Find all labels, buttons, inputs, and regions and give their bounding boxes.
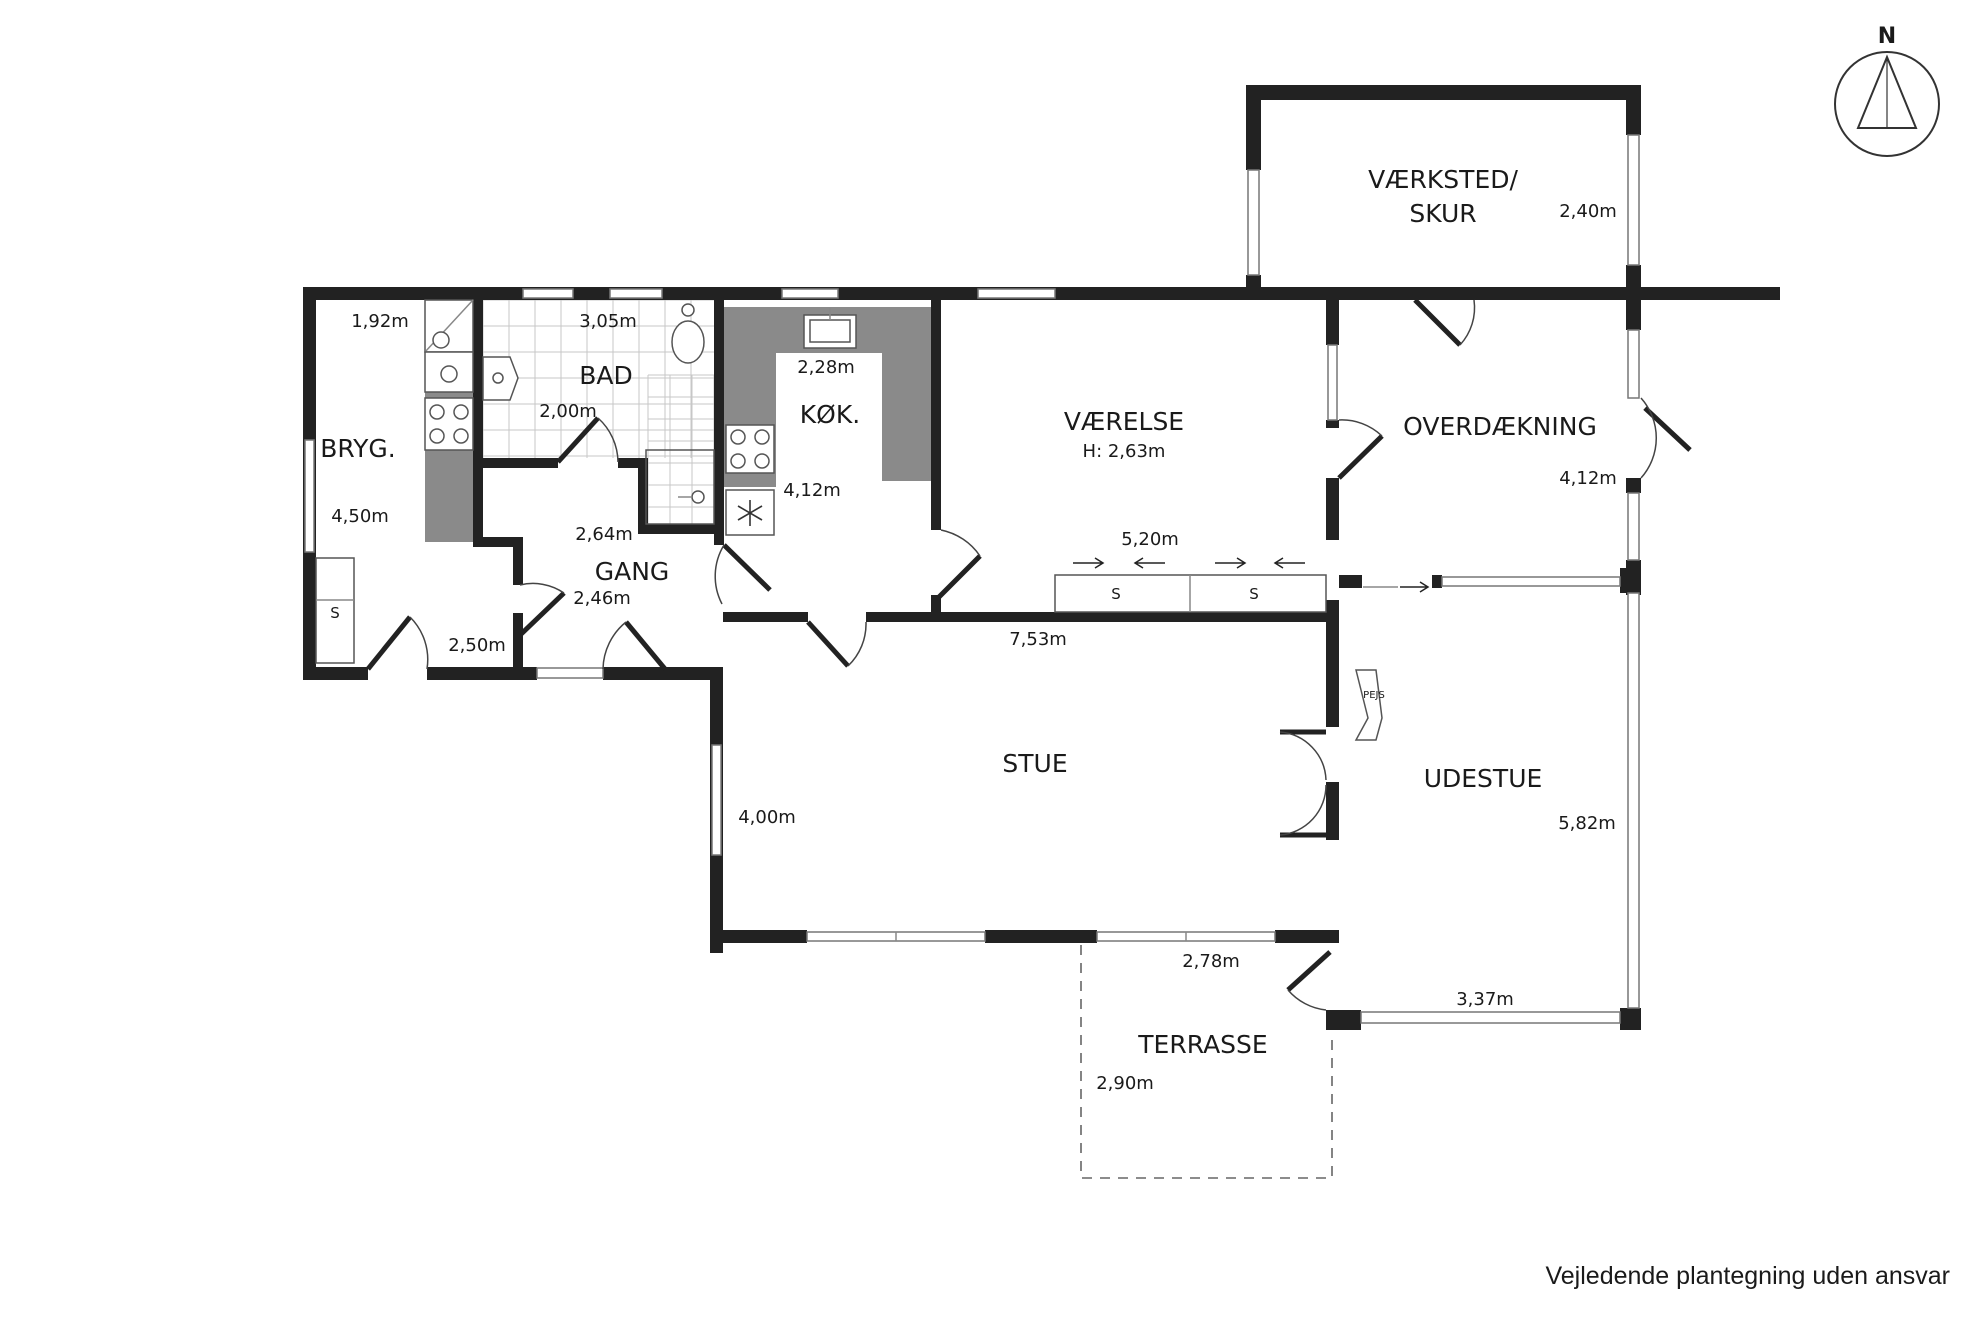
label-bad: BAD [579, 361, 633, 390]
label-vaerelse: VÆRELSE [1064, 407, 1184, 436]
shower [645, 449, 715, 525]
label-vaerksted-1: VÆRKSTED/ [1368, 165, 1518, 194]
label-stue: STUE [1002, 749, 1067, 778]
dimension-labels: 1,92m 4,50m 2,50m 3,05m 2,00m 2,28m 4,12… [331, 201, 1617, 1094]
dim-stue-width: 7,53m [1009, 629, 1067, 650]
fixtures: PEJS [424, 299, 1385, 741]
north-arrow: N [1834, 24, 1940, 157]
north-label: N [1878, 24, 1896, 49]
wardrobe: S S [1054, 557, 1430, 613]
fireplace [1354, 669, 1383, 741]
dim-stue-bottom: 2,78m [1182, 951, 1240, 972]
dim-bad-width: 3,05m [579, 311, 637, 332]
snowflake-icon [737, 500, 763, 526]
dim-udestue-width: 3,37m [1456, 989, 1514, 1010]
storage-label-2: S [1249, 585, 1259, 603]
dim-vaerksted-height: 2,40m [1559, 201, 1617, 222]
doors [366, 298, 1692, 1011]
dim-gang-height: 2,46m [573, 588, 631, 609]
label-bryg: BRYG. [320, 434, 396, 463]
dim-kok-width: 2,28m [797, 357, 855, 378]
utility-stove [424, 397, 474, 451]
dim-vaerelse-width: 5,20m [1121, 529, 1179, 550]
dim-terrasse-height: 2,90m [1096, 1073, 1154, 1094]
dim-bryg-bottom: 2,50m [448, 635, 506, 656]
toilet [671, 320, 705, 364]
dim-overdaekning-height: 4,12m [1559, 468, 1617, 489]
label-udestue: UDESTUE [1424, 764, 1543, 793]
utility-storage: S [315, 557, 355, 664]
dim-bryg-height: 4,50m [331, 506, 389, 527]
windows [304, 134, 1640, 1024]
storage-label-bryg: S [330, 604, 340, 622]
dim-kok-height: 4,12m [783, 480, 841, 501]
room-labels: BRYG. BAD KØK. VÆRELSE H: 2,63m GANG VÆR… [320, 165, 1597, 1059]
label-gang: GANG [595, 557, 670, 586]
fireplace-label: PEJS [1363, 690, 1385, 701]
label-vaerksted-2: SKUR [1409, 199, 1476, 228]
label-terrasse: TERRASSE [1137, 1030, 1267, 1059]
kitchen-counter-right [882, 353, 931, 481]
label-overdaekning: OVERDÆKNING [1403, 412, 1597, 441]
walls [303, 85, 1780, 1030]
dim-stue-height: 4,00m [738, 807, 796, 828]
label-vaerelse-height: H: 2,63m [1083, 441, 1166, 462]
disclaimer-text: Vejledende plantegning uden ansvar [1545, 1262, 1950, 1290]
storage-label-1: S [1111, 585, 1121, 603]
label-kok: KØK. [800, 400, 860, 429]
dim-gang-width: 2,64m [575, 524, 633, 545]
dim-bad-height: 2,00m [539, 401, 597, 422]
dim-bryg-width: 1,92m [351, 311, 409, 332]
terrace-outline [1080, 945, 1333, 1179]
dim-udestue-height: 5,82m [1558, 813, 1616, 834]
